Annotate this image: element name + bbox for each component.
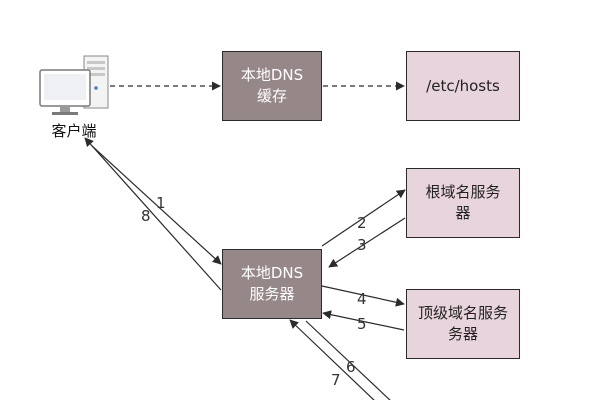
arrow-step-7 — [289, 319, 375, 400]
hosts-file-label: /etc/hosts — [426, 76, 500, 95]
arrow-step-4 — [321, 285, 405, 307]
root-dns-server-node[interactable]: 根域名服务 器 — [406, 168, 520, 238]
tld-dns-server-node[interactable]: 顶级域名服务 务器 — [406, 289, 520, 359]
arrow-step-2 — [321, 189, 406, 247]
step-label-1: 1 — [156, 194, 166, 212]
step-label-4: 4 — [357, 290, 367, 308]
tld-dns-server-label: 顶级域名服务 务器 — [417, 304, 508, 343]
step-label-7: 7 — [331, 371, 341, 389]
hosts-file-node[interactable]: /etc/hosts — [406, 51, 520, 121]
local-dns-server-node[interactable]: 本地DNS 服务器 — [222, 249, 322, 319]
local-dns-cache-label: 本地DNS 缓存 — [240, 66, 304, 105]
desktop-computer-icon[interactable] — [39, 55, 109, 115]
step-label-6: 6 — [346, 358, 356, 376]
step-label-2: 2 — [357, 214, 367, 232]
root-dns-server-label: 根域名服务 器 — [425, 183, 501, 222]
local-dns-cache-node[interactable]: 本地DNS 缓存 — [222, 51, 322, 121]
step-label-5: 5 — [357, 315, 367, 333]
local-dns-server-label: 本地DNS 服务器 — [240, 264, 304, 303]
arrow-step-1 — [91, 145, 222, 265]
arrow-step-8 — [84, 137, 222, 291]
arrow-step-5 — [322, 310, 405, 331]
arrow-step-3 — [328, 217, 406, 268]
step-label-3: 3 — [357, 236, 367, 254]
step-label-8: 8 — [141, 207, 151, 225]
arrow-step-6 — [305, 320, 391, 400]
client-label: 客户端 — [51, 122, 97, 140]
